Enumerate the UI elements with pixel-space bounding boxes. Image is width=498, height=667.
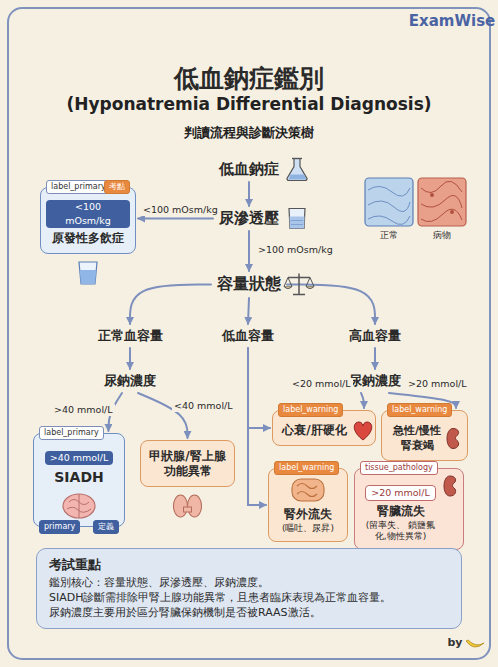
diagnosis-box: label_primary考點<100 mOsm/kg原發性多飲症 xyxy=(40,187,136,254)
exam-tag: 考點 xyxy=(104,180,130,194)
flow-arrow xyxy=(248,182,250,206)
diagnosis-box: label_warning腎外流失(嘔吐、尿昇) xyxy=(268,468,348,542)
start-node: 低血鈉症 xyxy=(215,158,283,181)
warning-tag: label_warning xyxy=(387,403,452,417)
label-tag: primary xyxy=(39,520,80,534)
intestine-icon xyxy=(292,479,324,501)
edge-label: >100 mOsm/kg xyxy=(256,244,335,256)
flow-arrow xyxy=(248,231,250,271)
flow-arrow xyxy=(248,298,249,324)
diagnosis-text: 腎臟流失 xyxy=(360,504,441,519)
edge-label: >40 mmol/L xyxy=(52,404,115,416)
diagnosis-text: 原發性多飲症 xyxy=(46,231,130,246)
pathology-tag: tissue_pathology xyxy=(360,461,438,475)
section-heading: 判讀流程與診斷決策樹 xyxy=(184,124,314,142)
diagnosis-box: label_primary>40 mmol/LSIADHprimary定義 xyxy=(33,433,125,527)
edge-label: <40 mmol/L xyxy=(172,400,235,412)
node-text: 容量狀態 xyxy=(217,274,281,295)
scales-icon xyxy=(284,274,314,295)
beaker-icon xyxy=(289,209,305,229)
node-text: 低血容量 xyxy=(222,327,274,345)
definition-tag: 定義 xyxy=(93,520,119,534)
criterion-pill: >20 mmol/L xyxy=(365,485,436,501)
key-point: 鑑別核心：容量狀態、尿滲透壓、尿鈉濃度。 xyxy=(49,575,449,590)
diagnosis-text: SIADH xyxy=(39,468,119,486)
credit: by xyxy=(447,636,462,649)
diagnosis-text: 急性/慢性 腎衰竭 xyxy=(387,423,447,453)
edge-label: >20 mmol/L xyxy=(406,378,469,390)
diagnosis-text: 甲狀腺/腎上腺 功能異常 xyxy=(146,449,229,479)
title: 低血鈉症鑑別 xyxy=(0,64,498,94)
branch-node: 正常血容量 xyxy=(94,325,167,347)
diagnosis-box: 甲狀腺/腎上腺 功能異常 xyxy=(140,440,235,487)
node-text: 尿鈉濃度 xyxy=(104,372,156,390)
brain-icon xyxy=(63,494,95,518)
image-caption: 病物 xyxy=(433,229,451,242)
key-points-panel: 考試重點鑑別核心：容量狀態、尿滲透壓、尿鈉濃度。SIADH診斷需排除甲腎上腺功能… xyxy=(36,548,462,629)
thyroid-icon xyxy=(174,495,202,517)
kidney-icon xyxy=(444,476,456,496)
diagnosis-box: label_warning急性/慢性 腎衰竭 xyxy=(381,410,468,461)
warning-tag: label_warning xyxy=(278,403,343,417)
label-tag: label_primary xyxy=(39,426,104,440)
banana-icon xyxy=(466,640,484,647)
kidney-icon xyxy=(447,429,459,449)
key-point: 尿鈉濃度主要用於區分腎臟保鈉機制是否被RAAS激活。 xyxy=(49,605,449,620)
subtitle: (Hyponatremia Differential Diagnosis) xyxy=(66,94,431,114)
criterion-pill: >40 mmol/L xyxy=(45,451,114,465)
step-node: 尿鈉濃度 xyxy=(100,370,160,392)
diagnosis-box: tissue_pathology>20 mmol/L腎臟流失(留率失、 鎖鹽氟化… xyxy=(354,468,464,550)
page-frame xyxy=(8,8,490,659)
water-glass-icon xyxy=(79,262,97,284)
diagnosis-text: 腎外流失 xyxy=(274,507,342,522)
brand-mark: ExamWise xyxy=(409,12,495,30)
flow-arrow xyxy=(374,348,376,369)
tissue-pathology xyxy=(418,178,466,226)
label-tag: label_primary xyxy=(46,180,111,194)
image-caption: 正常 xyxy=(380,229,398,242)
criterion-pill: <100 mOsm/kg xyxy=(46,200,130,228)
tissue-normal xyxy=(365,178,413,226)
panel-heading: 考試重點 xyxy=(49,556,449,573)
node-text: 低血鈉症 xyxy=(219,160,279,179)
edge-label: <20 mmol/L xyxy=(290,378,353,390)
diagnosis-text: 心衰/肝硬化 xyxy=(278,423,351,438)
flow-arrow xyxy=(130,285,211,325)
flow-arrow xyxy=(129,348,131,369)
flow-arrow xyxy=(248,348,270,428)
node-text: 尿滲透壓 xyxy=(219,209,279,228)
heart-icon xyxy=(354,422,372,440)
flow-arrow xyxy=(287,285,375,325)
warning-tag: label_warning xyxy=(274,461,339,475)
detail-text: (留率失、 鎖鹽氟化,物性異常) xyxy=(360,520,441,542)
flask-icon xyxy=(287,159,307,181)
flow-arrow xyxy=(248,348,266,505)
node-text: 高血容量 xyxy=(349,327,401,345)
node-text: 正常血容量 xyxy=(98,327,163,345)
detail-text: (嘔吐、尿昇) xyxy=(274,523,342,534)
flow-arrow xyxy=(361,393,364,408)
diagnosis-box: label_warning心衰/肝硬化 xyxy=(272,410,376,446)
step-node: 尿滲透壓 xyxy=(215,207,283,230)
edge-label: <100 mOsm/kg xyxy=(141,204,220,216)
branch-node: 低血容量 xyxy=(218,325,278,347)
key-point: SIADH診斷需排除甲腎上腺功能異常，且患者臨床表現為正常血容量。 xyxy=(49,590,449,605)
flow-arrow xyxy=(138,218,213,220)
branch-node: 高血容量 xyxy=(345,325,405,347)
step-node: 容量狀態 xyxy=(213,272,285,297)
step-node: 尿鈉濃度 xyxy=(345,370,405,392)
node-text: 尿鈉濃度 xyxy=(349,372,401,390)
